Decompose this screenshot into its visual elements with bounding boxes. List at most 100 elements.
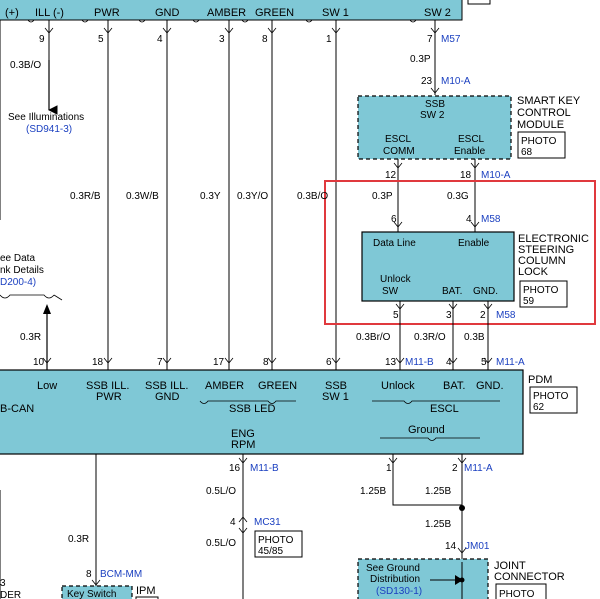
connector-m11a: M11-A [496,357,525,368]
top-pin-marks [44,27,440,34]
top-module-body [0,0,463,21]
pin-num: 16 [229,463,241,474]
pdm-pin: SSB LED [229,403,276,415]
photo-label: PHOTO [499,589,535,599]
pin-num: 1 [386,463,392,474]
joint-label: JOINT [494,560,526,572]
pin-num: 4 [446,357,452,368]
wire-label: 0.3R [68,534,89,545]
top-module: (+) ILL (-) PWR GND AMBER GREEN SW 1 SW … [0,0,491,21]
photo-box [495,583,547,599]
connector-mc31: MC31 [254,517,281,528]
right-arrow-icon [455,575,463,585]
pin-num: 6 [391,214,397,225]
top-pin-ill: ILL (-) [35,7,64,19]
wire-label: 1.25B [425,486,451,497]
ground-ref-code: (SD130-1) [376,586,422,597]
pin-marks [42,357,341,364]
pin-num: 8 [86,569,92,580]
ipm-label: IPM [136,585,156,597]
wire-label: 0.5L/O [206,486,236,497]
joint-label: CONNECTOR [494,571,565,583]
top-photo-stub [467,0,491,5]
pin-num: 13 [385,357,397,368]
wire-label: 0.3G [447,191,469,202]
lower-left-text: 3 [0,578,6,589]
data-ref-bracket [0,294,63,301]
ssb-pin: Enable [454,146,486,157]
wire-label: 0.3Y [200,191,221,202]
ssb-pin: ESCL [385,134,412,145]
escl-pin: Unlock [380,274,412,285]
pdm-pin: BAT. [443,380,465,392]
wire-label: 0.3R/B [70,191,101,202]
pin-num: 5 [393,310,399,321]
top-pin-brackets [27,19,417,23]
smart-key-label: CONTROL [517,107,571,119]
connector-bcm-mm: BCM-MM [100,569,142,580]
pin-num: 8 [263,357,269,368]
ssb-sw2-module [357,95,512,160]
connector-m10a-bottom: M10-A [481,170,511,181]
up-arrow-icon [43,304,51,314]
pin-num: 23 [421,76,433,87]
top-pin-amber: AMBER [207,7,246,19]
pin-num: 5 [98,34,104,45]
wire-label: 1.25B [425,519,451,530]
pdm-pin: PWR [96,391,122,403]
data-ref-label: nk Details [0,265,44,276]
pin-num: 3 [219,34,225,45]
key-switch-box [61,585,133,599]
pdm-pin: B-CAN [0,403,34,415]
connector-m57: M57 [441,34,461,45]
ssb-title: SSB [425,99,445,110]
escl-label: ELECTRONIC [518,233,589,245]
escl-pin: GND. [473,286,498,297]
photo-label: 62 [533,402,545,413]
pin-num: 9 [39,34,45,45]
pdm-pin: GND. [476,380,504,392]
illum-ref-label: See Illuminations [8,112,84,123]
photo-label: 68 [521,147,533,158]
pdm-pin: RPM [231,439,255,451]
pin-num: 3 [446,310,452,321]
escl-pin: SW [382,286,399,297]
photo-label: PHOTO [521,136,557,147]
pdm-pin: Unlock [381,380,415,392]
illum-ref-code: (SD941-3) [26,124,72,135]
escl-label: STEERING [518,244,574,256]
pdm-pin: ENG [231,428,255,440]
wire-label: 0.3Y/O [237,191,268,202]
pdm-pin: Ground [408,424,445,436]
smart-key-label: MODULE [517,119,564,131]
connector-m58-bottom: M58 [496,310,516,321]
photo-label: PHOTO [533,391,569,402]
pdm-pin-numbers: 10 18 7 17 8 6 13 4 5 [33,357,487,368]
wire-label: 0.3R/O [414,332,446,343]
pdm-pin: ESCL [430,403,459,415]
pin-marks [393,162,480,228]
pdm-module [0,369,524,455]
pin-mark [430,87,440,94]
photo-box [254,530,303,558]
ssb-title: SW 2 [420,110,445,121]
wire-label: 0.5L/O [206,538,236,549]
top-pin-green: GREEN [255,7,294,19]
pdm-pin: SSB ILL. [86,380,129,392]
escl-label: LOCK [518,266,549,278]
pin-num: 8 [262,34,268,45]
top-pin-pwr: PWR [94,7,120,19]
pin-mark [91,579,101,586]
wire-label: 1.25B [360,486,386,497]
pdm-pin: GREEN [258,380,297,392]
top-pin-plus: (+) [5,7,19,19]
photo-label: 45/85 [258,546,283,557]
lower-left-text: DER [0,590,21,599]
connector-m11b: M11-B [405,357,434,368]
photo-label: 59 [523,296,535,307]
pin-num: 12 [385,170,397,181]
lower-wires [0,454,463,599]
pin-num: 2 [452,463,458,474]
pdm-pin: Low [37,380,57,392]
